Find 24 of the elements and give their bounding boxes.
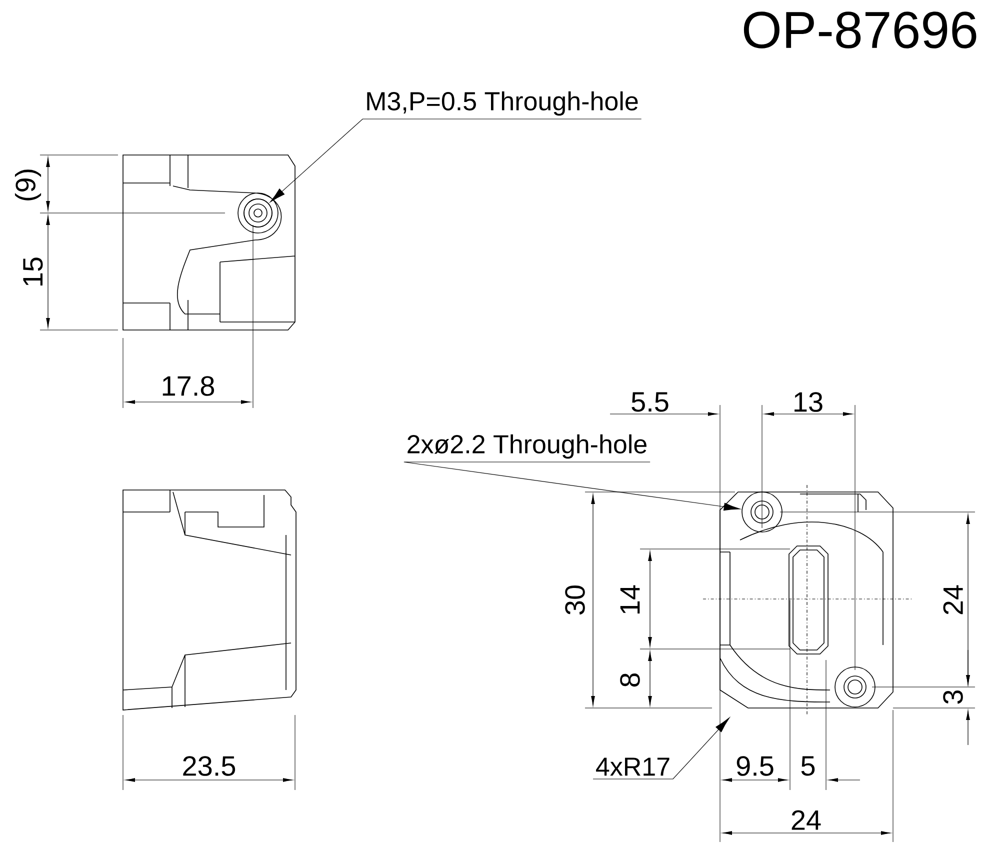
front-view-drawing [720, 492, 894, 708]
dimension-text: 24 [943, 585, 963, 614]
hole [244, 198, 272, 228]
callout-text: 4xR17 [596, 758, 670, 776]
dimension-text: (9) [14, 170, 42, 200]
callout-text: 2xø2.2 Through-hole [408, 434, 646, 459]
dimension-text: 24 [792, 810, 821, 830]
dimension-text: 15 [23, 258, 43, 286]
dimension-text: 8 [620, 673, 640, 687]
dimension-text: 13 [794, 392, 822, 412]
part-number: OP-87696 [744, 12, 976, 48]
callout-text: M3,P=0.5 Through-hole [367, 91, 638, 116]
dimension-text: 17.8 [162, 376, 214, 396]
leader-line [270, 118, 642, 202]
dimension-text: 5 [801, 756, 815, 776]
dimension-text: 23.5 [183, 756, 236, 776]
hole [742, 492, 782, 532]
dimension-text: 5.5 [632, 392, 668, 412]
dimension-text: 9.5 [736, 756, 774, 776]
dimension-text: 14 [620, 585, 640, 614]
dimension-text: 30 [565, 586, 585, 615]
dimension-text: 3 [943, 690, 963, 704]
leader-line [592, 718, 730, 780]
leader-line [404, 462, 740, 511]
